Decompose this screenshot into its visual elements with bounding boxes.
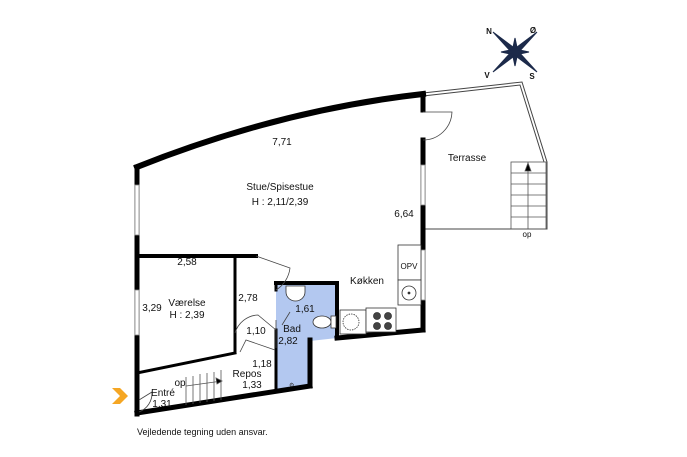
- disclaimer-caption: Vejledende tegning uden ansvar.: [137, 427, 268, 437]
- kokken-name: Køkken: [350, 276, 384, 287]
- compass-icon: [492, 31, 538, 73]
- vaerelse-name: Værelse: [168, 298, 206, 309]
- compass-east-label: Ø: [529, 26, 537, 35]
- stue-depth: 6,64: [394, 209, 414, 220]
- hall-dim-2: 1,10: [246, 326, 266, 337]
- stue-width: 7,71: [272, 137, 292, 148]
- hall-dim-1: 2,78: [238, 293, 258, 304]
- entrance-arrow-icon: [112, 388, 128, 404]
- entre-dim: 1,31: [152, 399, 172, 410]
- opv-label: OPV: [400, 262, 418, 271]
- terrace-outline: [422, 81, 548, 230]
- terrasse-stairs-label: op: [522, 230, 532, 239]
- bad-dim-1: 1,61: [295, 304, 315, 315]
- terrace-stairs: [510, 161, 547, 230]
- bad-name: Bad: [283, 324, 301, 335]
- repos-dim-1: 1,18: [252, 359, 272, 370]
- bath-fixtures: ⚙: [285, 285, 337, 389]
- stue-height: H : 2,11/2,39: [251, 197, 309, 208]
- compass-north-label: N: [486, 27, 492, 36]
- repos-stairs-label: op: [174, 378, 186, 389]
- doors: [138, 111, 453, 413]
- bathroom-fill: [276, 283, 337, 389]
- repos-name: Repos: [232, 369, 262, 380]
- svg-text:⚙: ⚙: [289, 382, 294, 389]
- bad-dim-2: 2,82: [278, 336, 298, 347]
- vaerelse-depth: 3,29: [142, 303, 162, 314]
- compass-west-label: V: [484, 71, 490, 80]
- compass-south-label: S: [529, 72, 535, 81]
- repos-dim-2: 1,33: [242, 380, 262, 391]
- entry-stairs: [185, 370, 223, 405]
- kitchen-fixtures: [339, 244, 422, 335]
- vaerelse-width: 2,58: [177, 257, 197, 268]
- stue-name: Stue/Spisestue: [246, 182, 314, 193]
- entre-name: Entré: [151, 388, 175, 399]
- terrasse-name: Terrasse: [447, 153, 487, 164]
- vaerelse-height: H : 2,39: [169, 310, 205, 321]
